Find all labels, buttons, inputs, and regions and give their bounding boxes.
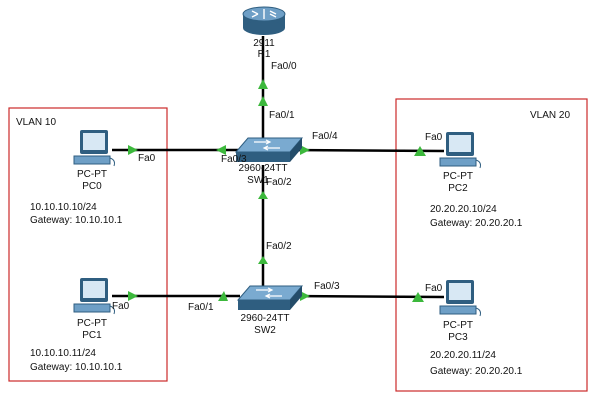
- port-label-sw2-fa01: Fa0/1: [188, 302, 214, 313]
- port-label-pc3-fa0: Fa0: [425, 283, 443, 294]
- pc1-ip: 10.10.10.11/24: [30, 348, 96, 359]
- sw2-name: SW2: [254, 325, 276, 336]
- pc2-icon[interactable]: [439, 132, 481, 169]
- switch-sw1-icon[interactable]: [234, 137, 304, 162]
- vlan-10-box: [8, 107, 168, 382]
- port-indicators: [128, 79, 426, 302]
- sw2-model: 2960-24TT: [240, 313, 290, 324]
- switch-sw2-icon[interactable]: [236, 285, 304, 310]
- pc3-name: PC3: [448, 332, 468, 343]
- port-sw1-fa03: [216, 145, 226, 155]
- sw1-name: SW1: [247, 175, 269, 186]
- pc2-name: PC2: [448, 183, 468, 194]
- port-label-pc0-fa0: Fa0: [138, 153, 156, 164]
- port-sw1-fa02: [258, 191, 268, 199]
- pc1-name: PC1: [82, 330, 102, 341]
- pc0-gateway: Gateway: 10.10.10.1: [30, 215, 123, 226]
- port-label-pc2-fa0: Fa0: [425, 132, 443, 143]
- vlan-20-label: VLAN 20: [530, 110, 571, 121]
- vlan-10-label: VLAN 10: [16, 117, 57, 128]
- port-sw2-fa02: [258, 256, 268, 264]
- port-r1-fa00: [258, 79, 268, 89]
- port-label-sw1-fa04: Fa0/4: [312, 131, 338, 142]
- pc2-type: PC-PT: [443, 171, 473, 182]
- pc3-icon[interactable]: [439, 280, 481, 317]
- port-pc1-fa0: [128, 291, 138, 301]
- port-label-pc1-fa0: Fa0: [112, 301, 130, 312]
- port-sw1-fa01: [258, 96, 268, 106]
- port-sw2-fa03: [300, 291, 310, 301]
- port-pc2-fa0: [414, 146, 426, 156]
- port-label-sw1-fa02: Fa0/2: [266, 177, 292, 188]
- pc1-gateway: Gateway: 10.10.10.1: [30, 362, 123, 373]
- port-pc3-fa0: [412, 292, 424, 302]
- port-sw1-fa04: [300, 145, 310, 155]
- port-label-sw1-fa01: Fa0/1: [269, 110, 295, 121]
- port-pc0-fa0: [128, 145, 138, 155]
- sw1-model: 2960-24TT: [238, 163, 288, 174]
- pc3-ip: 20.20.20.11/24: [430, 350, 496, 361]
- port-label-sw1-fa03: Fa0/3: [221, 154, 247, 165]
- pc0-icon[interactable]: [73, 130, 115, 167]
- router-model: 2911: [253, 38, 275, 49]
- pc3-type: PC-PT: [443, 320, 473, 331]
- vlan-20-box: [395, 98, 588, 392]
- pc0-name: PC0: [82, 181, 102, 192]
- pc0-ip: 10.10.10.10/24: [30, 202, 97, 213]
- pc1-type: PC-PT: [77, 318, 107, 329]
- port-label-r1-fa00: Fa0/0: [271, 61, 297, 72]
- port-label-sw2-fa03: Fa0/3: [314, 281, 340, 292]
- pc2-gateway: Gateway: 20.20.20.1: [430, 218, 523, 229]
- pc0-type: PC-PT: [77, 169, 107, 180]
- port-label-sw2-fa02: Fa0/2: [266, 241, 292, 252]
- router-name: R1: [257, 49, 271, 60]
- pc2-ip: 20.20.20.10/24: [430, 204, 497, 215]
- pc3-gateway: Gateway: 20.20.20.1: [430, 366, 523, 377]
- port-sw2-fa01: [218, 291, 228, 301]
- router-icon[interactable]: [242, 6, 286, 35]
- pc1-icon[interactable]: [73, 278, 115, 315]
